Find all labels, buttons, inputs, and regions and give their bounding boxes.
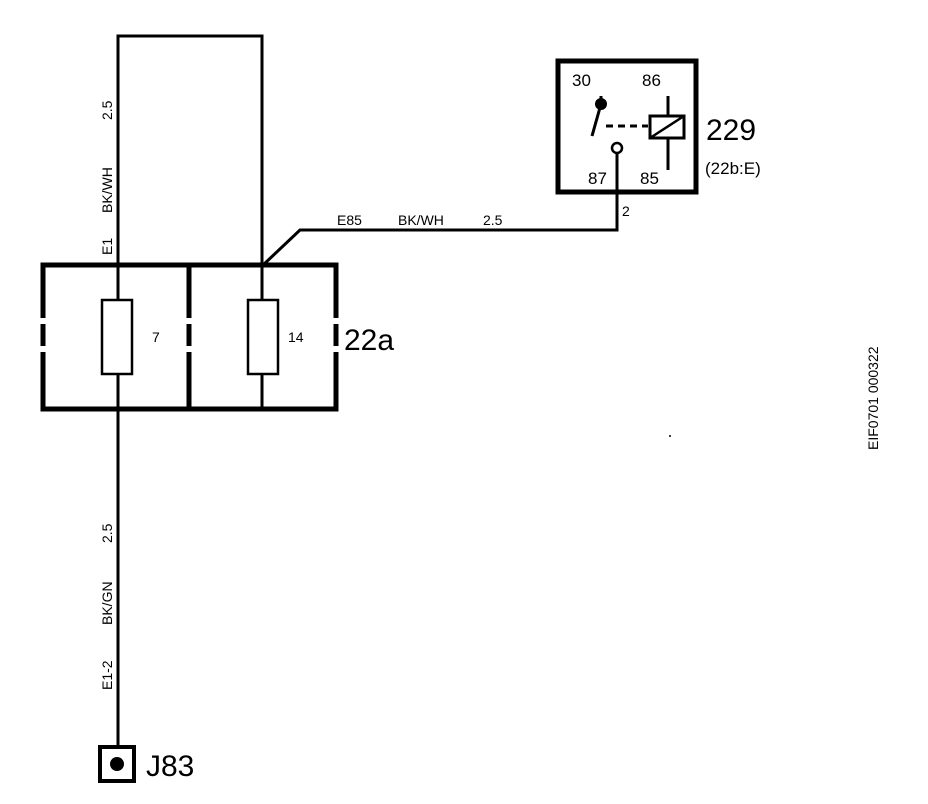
fuse-block-gap (40, 346, 48, 352)
fuse-14-label: 14 (288, 329, 304, 345)
speck (669, 435, 671, 437)
relay-t86-label: 86 (642, 71, 661, 90)
relay-sublabel: (22b:E) (705, 159, 761, 178)
fuse-block-gap (333, 346, 341, 352)
relay-t85-label: 85 (640, 169, 659, 188)
fuse-14 (246, 298, 280, 376)
relay-coil-diagonal (649, 114, 685, 140)
wire-e1-color: BK/WH (99, 167, 115, 213)
fuse-block-gap (40, 318, 48, 324)
wire-e1-2-id: E1-2 (99, 660, 115, 690)
relay-t30-label: 30 (572, 71, 591, 90)
relay-t87-label: 87 (588, 169, 607, 188)
wire-e1-size: 2.5 (99, 100, 115, 120)
connector-j83-pin (110, 757, 124, 771)
wire-e1-id: E1 (99, 238, 115, 255)
relay-t87-contact (610, 141, 624, 155)
fuse-block-label: 22a (344, 324, 394, 357)
connector-label: J83 (146, 750, 194, 783)
fuse-7 (100, 298, 134, 376)
relay-label: 229 (706, 114, 756, 147)
connector-j83 (98, 745, 136, 783)
fuse-7-label: 7 (152, 329, 160, 345)
wire-e85-color: BK/WH (398, 212, 444, 228)
wire-e85-id: E85 (337, 212, 362, 228)
figure-id: EIF0701 000322 (865, 346, 881, 450)
fuse-block-gap (333, 318, 341, 324)
wire-e85-size: 2.5 (483, 212, 503, 228)
fuse-block-gap (186, 318, 194, 324)
relay-pin-label: 2 (622, 203, 630, 219)
wire-e1-2-size: 2.5 (99, 523, 115, 543)
fuse-block-gap (186, 346, 194, 352)
relay-switch-arm (590, 103, 603, 137)
wire-e1-loop (116, 34, 264, 300)
wire-e1-2-color: BK/GN (99, 581, 115, 625)
